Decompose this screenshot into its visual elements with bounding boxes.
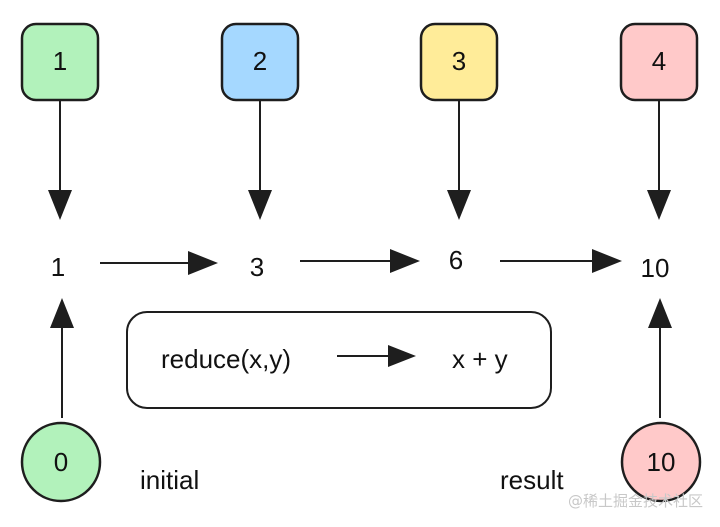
accumulator-value-3: 6 <box>449 245 463 275</box>
down-arrow-3 <box>447 100 471 220</box>
result-node-value: 10 <box>647 447 676 477</box>
up-arrow-initial <box>50 298 74 418</box>
reducer-function-label: reduce(x,y) <box>161 344 291 374</box>
input-node-4-label: 4 <box>652 46 666 76</box>
right-arrow-3 <box>500 249 622 273</box>
initial-node: 0 <box>20 421 102 503</box>
accumulator-value-4: 10 <box>641 253 670 283</box>
up-arrow-result <box>648 298 672 418</box>
reducer-box: reduce(x,y) x + y <box>126 311 552 409</box>
initial-label: initial <box>140 465 199 495</box>
down-arrow-2 <box>248 100 272 220</box>
right-arrow-1 <box>100 251 218 275</box>
result-node: 10 <box>620 421 702 503</box>
accumulator-value-2: 3 <box>250 252 264 282</box>
input-node-3-label: 3 <box>452 46 466 76</box>
input-node-1: 1 <box>20 22 100 102</box>
reducer-arrow <box>388 345 416 367</box>
reducer-expression-label: x + y <box>452 344 508 374</box>
input-node-3: 3 <box>419 22 499 102</box>
down-arrow-4 <box>647 100 671 220</box>
down-arrow-1 <box>48 100 72 220</box>
accumulator-value-1: 1 <box>51 252 65 282</box>
result-label: result <box>500 465 564 495</box>
input-node-1-label: 1 <box>53 46 67 76</box>
input-node-2-label: 2 <box>253 46 267 76</box>
input-node-2: 2 <box>220 22 300 102</box>
watermark-text: @稀土掘金技术社区 <box>568 492 704 510</box>
initial-node-value: 0 <box>54 447 68 477</box>
right-arrow-2 <box>300 249 420 273</box>
input-node-4: 4 <box>619 22 699 102</box>
